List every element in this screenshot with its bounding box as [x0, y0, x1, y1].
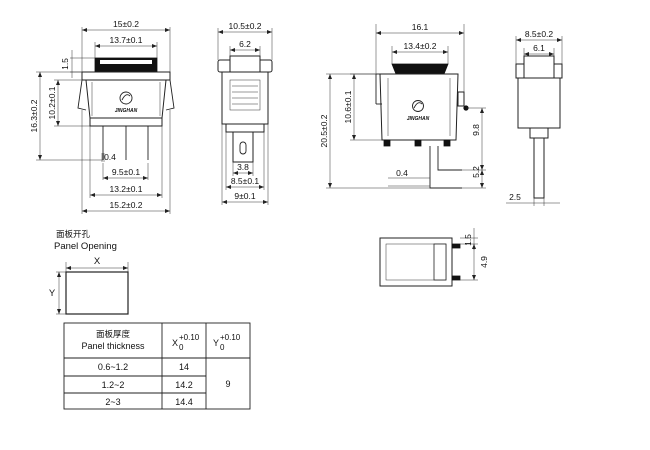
panel-opening-title-en: Panel Opening [54, 241, 117, 252]
dim-side-top-width: 10.5±0.2 [228, 21, 261, 31]
front-view: JINGHAN 15±0.2 13.7±0.1 1.5 16.3±0.2 10.… [29, 19, 175, 214]
table-y-value: 9 [225, 379, 230, 389]
dim-top-slot-width: 4.9 [479, 256, 489, 268]
right-side-terminal [533, 137, 545, 199]
table-row-1-x: 14 [179, 362, 189, 372]
dim-side-base-width: 8.5±0.1 [231, 176, 260, 186]
rocker-highlight [100, 60, 152, 64]
dim-right-side-terminal-width: 2.5 [509, 192, 521, 202]
left-clip [77, 79, 87, 111]
right-clip [165, 79, 175, 111]
right-side-body [517, 77, 561, 129]
dim-right-total-height: 20.5±0.2 [319, 114, 329, 147]
dim-right-terminal-offset: 9.8 [471, 124, 481, 136]
dim-right-overall-width: 16.1 [412, 22, 429, 32]
dim-right-body-height: 10.6±0.1 [343, 90, 353, 123]
right-bent-terminal [429, 146, 462, 189]
panel-thickness-table: 面板厚度 Panel thickness X +0.10 0 Y +0.10 0… [63, 322, 251, 410]
table-border [63, 322, 251, 410]
right-housing-body [379, 73, 459, 141]
right-front-brand-text: JINGHAN [407, 116, 430, 122]
top-view: 1.5 4.9 [379, 228, 489, 287]
table-row-3-thickness: 2~3 [105, 397, 120, 407]
dim-right-side-top-width: 8.5±0.2 [525, 29, 554, 39]
dim-front-rocker-width: 13.7±0.1 [109, 35, 142, 45]
flange [81, 71, 171, 81]
table-header-y-tol-zero: 0 [220, 343, 225, 352]
panel-opening-x-label: X [94, 256, 101, 267]
dim-right-terminal-thickness: 0.4 [396, 168, 408, 178]
brand-logo-icon [119, 91, 133, 105]
dim-front-base-width: 13.2±0.1 [109, 184, 142, 194]
dim-right-rocker-width: 13.4±0.2 [403, 41, 436, 51]
table-header-x-tol-plus: +0.10 [179, 333, 200, 342]
dim-front-terminal-pitch: 9.5±0.1 [112, 167, 141, 177]
side-terminal [232, 131, 254, 163]
table-header-x: X [172, 338, 178, 348]
right-side-view: 8.5±0.2 6.1 2.5 [506, 29, 563, 206]
dim-top-gap: 1.5 [463, 234, 473, 246]
dim-front-terminal-width: 0.4 [104, 152, 116, 162]
dim-right-terminal-length: 5.2 [471, 166, 481, 178]
dim-right-side-inner-width: 6.1 [533, 43, 545, 53]
right-brand-logo-icon [412, 100, 424, 112]
table-row-1-thickness: 0.6~1.2 [98, 362, 128, 372]
table-header-en: Panel thickness [81, 341, 145, 351]
panel-opening: 面板开孔 Panel Opening X Y [49, 229, 129, 315]
dim-front-body-height: 10.2±0.1 [47, 86, 57, 119]
dim-front-top-width: 15±0.2 [113, 19, 139, 29]
table-row-2-thickness: 1.2~2 [102, 380, 125, 390]
table-header-y-tol-plus: +0.10 [220, 333, 241, 342]
panel-opening-title-cn: 面板开孔 [56, 229, 91, 240]
dim-side-terminal-width: 3.8 [237, 162, 249, 172]
dim-front-rocker-height: 1.5 [60, 58, 70, 70]
table-header-cn: 面板厚度 [96, 329, 131, 340]
right-rocker [391, 63, 449, 75]
table-row-3-x: 14.4 [175, 397, 193, 407]
table-row-2-x: 14.2 [175, 380, 193, 390]
dim-side-inner-width: 6.2 [239, 39, 251, 49]
right-front-view: JINGHAN 16.1 13.4±0.2 20.5±0.2 10.6±0.1 … [319, 22, 486, 189]
panel-opening-rect [65, 271, 129, 315]
panel-opening-y-label: Y [49, 288, 56, 299]
dim-side-bottom-width: 9±0.1 [234, 191, 255, 201]
base [89, 117, 163, 127]
table-header-x-tol-zero: 0 [179, 343, 184, 352]
front-brand-text: JINGHAN [115, 108, 138, 114]
dim-front-total-height: 16.3±0.2 [29, 99, 39, 132]
side-view: 10.5±0.2 6.2 3.8 8.5±0.1 9±0.1 [217, 21, 273, 205]
table-header-y: Y [213, 338, 219, 348]
dim-front-overall-width: 15.2±0.2 [109, 200, 142, 210]
